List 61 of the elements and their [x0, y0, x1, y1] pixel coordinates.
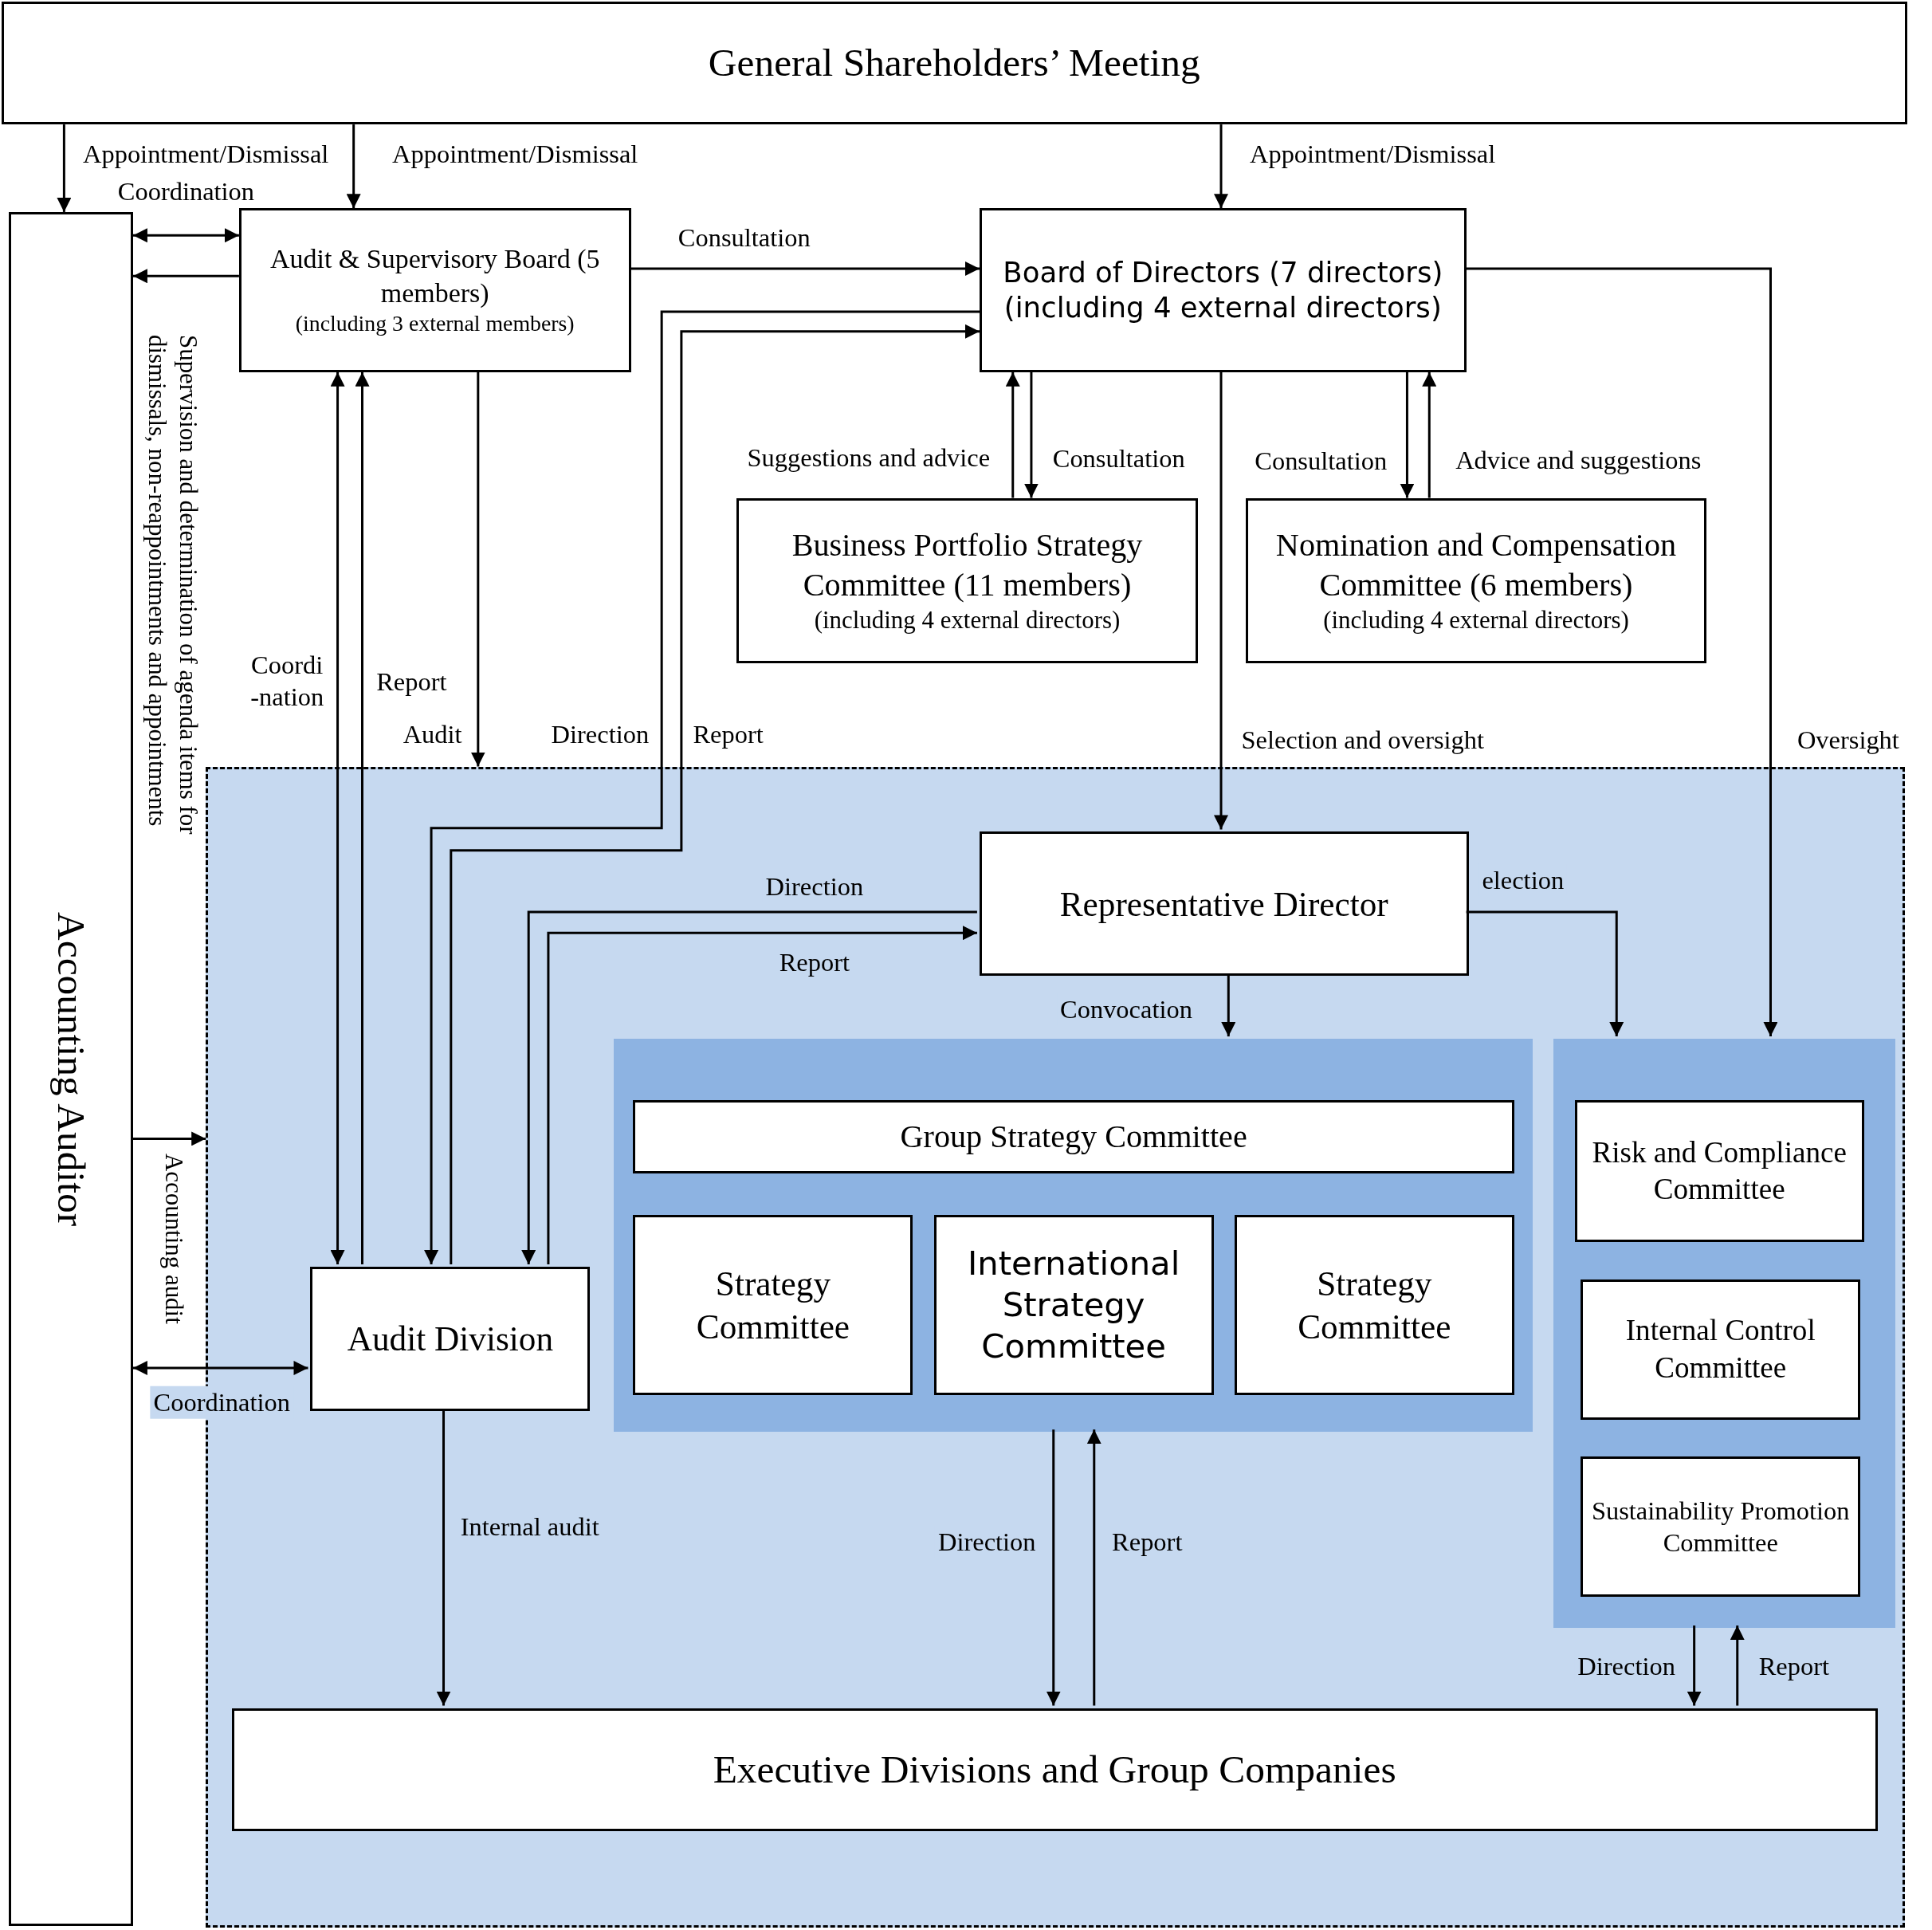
node-note: (including 4 external directors) [1323, 605, 1629, 636]
arrow [132, 1131, 206, 1146]
director-box [979, 831, 1469, 977]
arrow [132, 269, 239, 284]
arrow [1400, 371, 1415, 498]
companies-box [231, 1708, 1878, 1832]
node-title: Strategy Committee [1297, 1263, 1452, 1347]
node-title: Board of Directors (7 directors) (including 4 external directors) [1002, 254, 1444, 326]
meeting-box [1, 1, 1908, 125]
arrow [1466, 910, 1624, 1037]
arrow [57, 124, 72, 212]
node-title: Group Strategy Committee [900, 1117, 1247, 1156]
arrow [1023, 371, 1039, 498]
arrow [132, 1360, 308, 1375]
arrow [436, 1409, 451, 1706]
arrow [132, 228, 239, 243]
node-title: Representative Director [1059, 883, 1388, 925]
arrow [630, 261, 980, 276]
arrow [1221, 973, 1236, 1037]
committee-box [1581, 1279, 1861, 1420]
committee-box [1245, 497, 1707, 663]
arrow [1687, 1625, 1702, 1706]
committee-box [736, 497, 1198, 663]
arrow [330, 371, 345, 1265]
node-title: Risk and Compliance Committee [1591, 1134, 1848, 1208]
committee-panel [1553, 1039, 1895, 1629]
node-title: General Shareholders’ Meeting [708, 39, 1200, 86]
arrow [355, 371, 370, 1265]
node-title: Nomination and Compensation Committee (6 members) [1274, 525, 1678, 604]
arrow [1046, 1429, 1061, 1706]
committee-box [1234, 1215, 1514, 1395]
arrow [1422, 371, 1437, 498]
arrow [1214, 371, 1228, 830]
arrow [470, 371, 485, 767]
node-title: Strategy Committee [695, 1263, 851, 1347]
node-title: Sustainability Promotion Committee [1590, 1495, 1851, 1559]
arrow [1214, 124, 1228, 209]
committee-box [1581, 1456, 1861, 1598]
node-title: Audit & Supervisory Board (5 members) [269, 243, 601, 309]
node-note: (including 4 external directors) [814, 605, 1121, 636]
node-title: Audit Division [347, 1319, 554, 1360]
board-box [980, 208, 1467, 372]
node-note: (including 3 external members) [295, 310, 575, 338]
board-box [238, 208, 631, 372]
node-title: Accounting Auditor [48, 911, 94, 1227]
committee-panel [613, 1039, 1533, 1433]
arrow [346, 124, 361, 209]
committee-box [1574, 1100, 1864, 1243]
arrow [1466, 267, 1778, 1037]
node-title: Executive Divisions and Group Companies [713, 1746, 1396, 1793]
node-title: Business Portfolio Strategy Committee (11 members) [791, 525, 1144, 604]
division-box [310, 1267, 591, 1411]
node-title: International Strategy Committee [967, 1242, 1181, 1368]
auditor-box [8, 211, 133, 1927]
node-title: Internal Control Committee [1624, 1313, 1816, 1386]
committee-box [633, 1100, 1514, 1173]
arrow [1005, 371, 1020, 498]
arrow [1086, 1429, 1101, 1706]
committee-box [933, 1215, 1214, 1395]
arrow [1730, 1625, 1745, 1706]
committee-box [633, 1215, 913, 1395]
